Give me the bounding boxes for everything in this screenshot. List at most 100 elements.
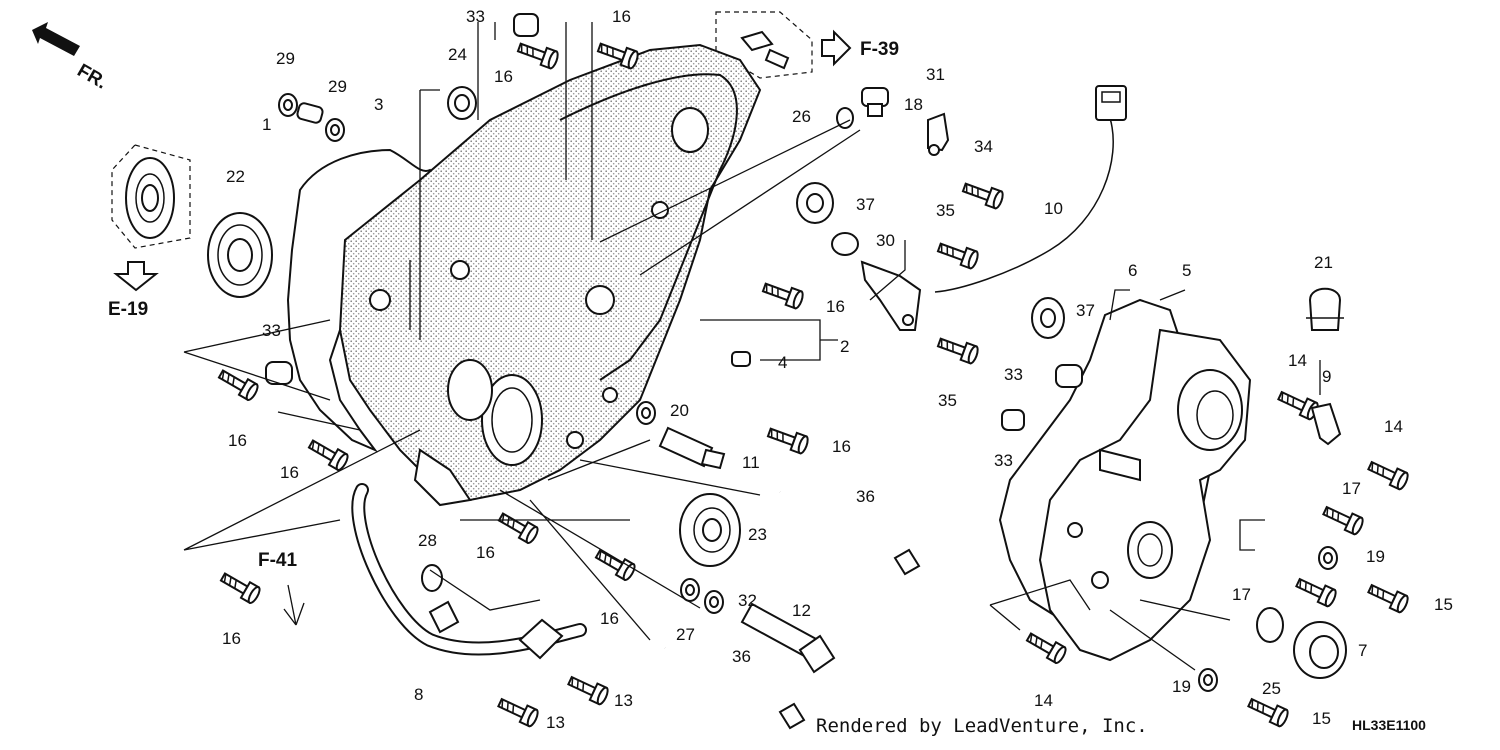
label-34: 34 bbox=[974, 137, 993, 156]
label-1: 1 bbox=[262, 115, 271, 134]
washer-28 bbox=[421, 564, 443, 592]
bolt-12 bbox=[740, 602, 836, 674]
front-arrow-label: FR. bbox=[74, 60, 111, 93]
label-12: 12 bbox=[792, 601, 811, 620]
label-18: 18 bbox=[904, 95, 923, 114]
label-35a: 35 bbox=[936, 201, 955, 220]
dowel-33-right-a bbox=[1055, 364, 1083, 388]
washer-20 bbox=[636, 401, 656, 425]
bearing-reference bbox=[111, 144, 191, 249]
label-14b: 14 bbox=[1384, 417, 1403, 436]
label-3: 3 bbox=[374, 95, 383, 114]
bolt-14-c bbox=[1023, 628, 1069, 666]
o-ring-25 bbox=[1256, 607, 1284, 643]
bolt-35-a bbox=[935, 238, 981, 271]
bolt-35-b bbox=[935, 333, 981, 366]
label-28: 28 bbox=[418, 531, 437, 550]
bolt-34 bbox=[960, 178, 1006, 211]
label-33d: 33 bbox=[994, 451, 1013, 470]
sensor-11 bbox=[658, 426, 726, 470]
label-35b: 35 bbox=[938, 391, 957, 410]
plug-18 bbox=[861, 87, 889, 117]
label-15a: 15 bbox=[1434, 595, 1453, 614]
label-15b: 15 bbox=[1312, 709, 1331, 728]
bolt-16-left-b bbox=[305, 435, 351, 473]
label-31: 31 bbox=[926, 65, 945, 84]
label-16a: 16 bbox=[612, 7, 631, 26]
front-arrow: FR. bbox=[32, 22, 111, 94]
label-25: 25 bbox=[1262, 679, 1281, 698]
diagram-code: HL33E1100 bbox=[1352, 717, 1426, 733]
label-5: 5 bbox=[1182, 261, 1191, 280]
label-36b: 36 bbox=[732, 647, 751, 666]
bolt-16-mid-b bbox=[765, 423, 811, 456]
e19-label: E-19 bbox=[108, 299, 148, 320]
label-19b: 19 bbox=[1172, 677, 1191, 696]
oil-seal-24 bbox=[447, 86, 477, 120]
bolt-16-bottom-a bbox=[495, 508, 541, 546]
label-16g: 16 bbox=[476, 543, 495, 562]
washer-19b bbox=[1198, 668, 1218, 692]
rear-crankcase bbox=[338, 43, 762, 507]
bearing-22 bbox=[207, 212, 273, 298]
label-19a: 19 bbox=[1366, 547, 1385, 566]
dowel-33-left bbox=[265, 361, 293, 385]
label-6: 6 bbox=[1128, 261, 1137, 280]
label-2: 2 bbox=[840, 337, 849, 356]
bolt-17-a bbox=[1320, 501, 1366, 537]
label-16h: 16 bbox=[600, 609, 619, 628]
label-14a: 14 bbox=[1288, 351, 1307, 370]
label-27: 27 bbox=[676, 625, 695, 644]
label-29a: 29 bbox=[276, 49, 295, 68]
pin-1 bbox=[296, 102, 324, 124]
label-26: 26 bbox=[792, 107, 811, 126]
washer-32 bbox=[704, 590, 724, 614]
label-16e: 16 bbox=[228, 431, 247, 450]
label-37a: 37 bbox=[856, 195, 875, 214]
part-labels: 1 2 3 4 5 6 7 8 9 10 11 12 13 13 14 14 1… bbox=[222, 7, 1453, 732]
label-24: 24 bbox=[448, 45, 467, 64]
label-33c: 33 bbox=[1004, 365, 1023, 384]
bolt-13-a bbox=[565, 671, 611, 707]
oil-pipe-8 bbox=[351, 483, 587, 660]
bolt-36-b bbox=[663, 645, 806, 730]
label-14c: 14 bbox=[1034, 691, 1053, 710]
bolt-16-bottom-b bbox=[592, 545, 638, 583]
bolt-15-a bbox=[1365, 579, 1411, 615]
label-20: 20 bbox=[670, 401, 689, 420]
dowel-4 bbox=[731, 351, 751, 367]
label-11: 11 bbox=[742, 453, 760, 472]
bearing-37-top bbox=[796, 182, 834, 224]
label-13a: 13 bbox=[614, 691, 633, 710]
bearing-37-right bbox=[1031, 297, 1065, 339]
label-37b: 37 bbox=[1076, 301, 1095, 320]
label-32: 32 bbox=[738, 591, 757, 610]
label-4: 4 bbox=[778, 353, 787, 372]
bolt-17-b bbox=[1293, 573, 1339, 609]
washer-26 bbox=[836, 107, 854, 129]
bolt-15-b bbox=[1245, 693, 1291, 729]
label-22: 22 bbox=[226, 167, 245, 186]
switch-assembly bbox=[860, 260, 922, 331]
label-13b: 13 bbox=[546, 713, 565, 732]
crankcase-gasket-left bbox=[286, 148, 442, 453]
label-30: 30 bbox=[876, 231, 895, 250]
e19-arrow: E-19 bbox=[108, 261, 159, 320]
washer-19a bbox=[1318, 546, 1338, 570]
label-7: 7 bbox=[1358, 641, 1367, 660]
cap-7 bbox=[1293, 621, 1347, 679]
label-10: 10 bbox=[1044, 199, 1063, 218]
label-17a: 17 bbox=[1342, 479, 1361, 498]
label-23: 23 bbox=[748, 525, 767, 544]
leader-lines bbox=[183, 22, 1321, 671]
bolt-36-a bbox=[778, 489, 921, 576]
dowel-33-right-b bbox=[1001, 409, 1025, 431]
f39-label: F-39 bbox=[860, 39, 899, 60]
label-36a: 36 bbox=[856, 487, 875, 506]
clip-21 bbox=[1306, 287, 1344, 331]
stay-9 bbox=[1310, 402, 1342, 446]
bolt-16-left-a bbox=[215, 365, 261, 403]
label-16b: 16 bbox=[494, 67, 513, 86]
f39-arrow: F-39 bbox=[821, 29, 899, 67]
